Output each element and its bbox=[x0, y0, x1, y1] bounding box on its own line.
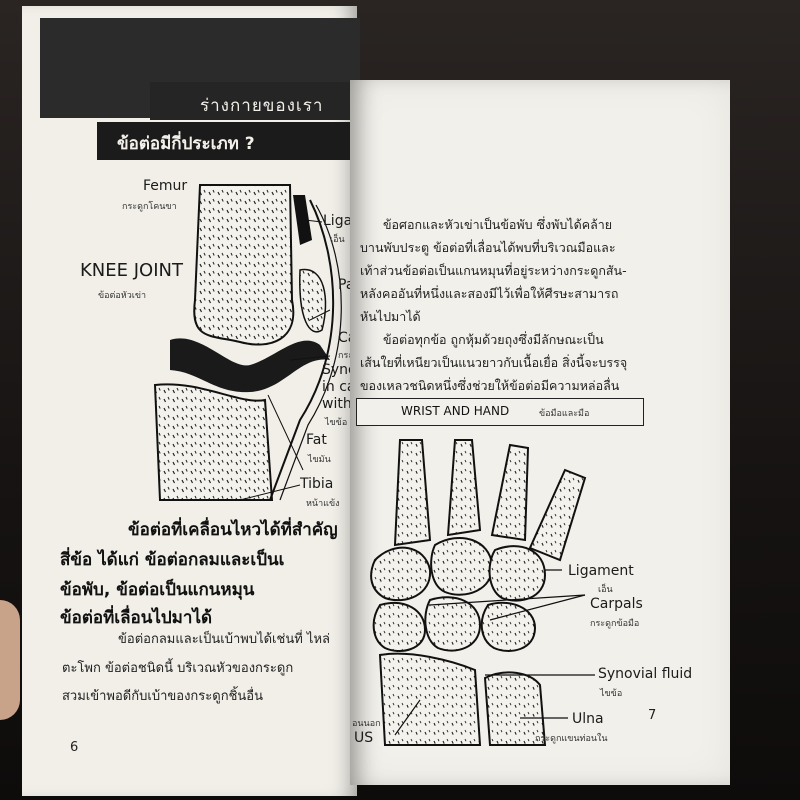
section-title: ข้อต่อมีกี่ประเภท ? bbox=[117, 134, 255, 154]
radius-label-partial: US bbox=[354, 730, 374, 746]
heading-line-2: สี่ข้อ ได้แก่ ข้อต่อกลมและเป็นเ bbox=[60, 550, 285, 570]
metacarpal-1 bbox=[393, 439, 432, 547]
tibia-bone bbox=[153, 383, 274, 501]
carpal-5 bbox=[424, 596, 482, 652]
heading-line-4: ข้อต่อที่เลื่อนไปมาได้ bbox=[60, 608, 213, 628]
ulna-label-th: กระดูกแขนท่อนใน bbox=[535, 734, 608, 744]
ulna-label: Ulna bbox=[572, 711, 604, 727]
right-body-line-8: ของเหลวชนิดหนึ่งซึ่งช่วยให้ข้อต่อมีความห… bbox=[360, 378, 620, 393]
metacarpal-2 bbox=[446, 439, 482, 537]
left-body-line-1: ข้อต่อกลมและเป็นเบ้าพบได้เช่นที่ ไหล่ bbox=[118, 632, 330, 647]
chapter-title-bar bbox=[150, 82, 355, 120]
ligament-label-right: Ligament bbox=[568, 563, 634, 579]
right-body-line-5: หันไปมาได้ bbox=[360, 309, 421, 324]
knee-cavity bbox=[170, 338, 330, 393]
metacarpal-3 bbox=[490, 443, 530, 542]
carpal-4 bbox=[372, 602, 427, 652]
femur-label: Femur bbox=[143, 178, 188, 194]
wrist-hand-title-th: ข้อมือและมือ bbox=[539, 409, 590, 419]
right-body-line-3: เท้าส่วนข้อต่อเป็นแกนหมุนที่อยู่ระหว่างก… bbox=[360, 263, 627, 278]
left-body-line-2: ตะโพก ข้อต่อชนิดนี้ บริเวณหัวของกระดูก bbox=[62, 661, 294, 676]
carpal-2 bbox=[430, 536, 494, 596]
left-page-number: 6 bbox=[70, 740, 79, 755]
right-body-line-2: บานพับประตู ข้อต่อที่เลื่อนได้พบที่บริเว… bbox=[360, 240, 616, 255]
carpal-6 bbox=[480, 601, 537, 652]
wrist-hand-title-box: WRIST AND HAND ข้อมือและมือ bbox=[356, 398, 644, 426]
carpal-3 bbox=[488, 545, 547, 602]
tibia-label: Tibia bbox=[300, 476, 334, 492]
tibia-label-th: หน้าแข้ง bbox=[306, 499, 340, 509]
femur-label-th: กระดูกโคนขา bbox=[122, 202, 177, 212]
knee-joint-label-th: ข้อต่อหัวเข่า bbox=[98, 291, 147, 301]
knee-joint-label: KNEE JOINT bbox=[80, 260, 183, 281]
heading-line-1: ข้อต่อที่เคลื่อนไหวได้ที่สำคัญ bbox=[128, 520, 338, 540]
right-body-line-6: ข้อต่อทุกข้อ ถูกหุ้มด้วยถุงซึ่งมีลักษณะเ… bbox=[383, 332, 604, 347]
thumb bbox=[0, 600, 20, 720]
metacarpal-4 bbox=[528, 468, 587, 562]
ligament-label-right-th: เอ็น bbox=[598, 585, 613, 595]
right-body-line-7: เส้นใยที่เหนียวเป็นแนวยาวกับเนื้อเยื่อ ส… bbox=[360, 355, 628, 370]
heading-line-3: ข้อพับ, ข้อต่อเป็นแกนหมุน bbox=[60, 580, 255, 600]
radius-label-th-partial: อนนอก bbox=[352, 719, 381, 729]
ligament-band bbox=[293, 195, 312, 245]
chapter-title: ร่างกายของเรา bbox=[200, 96, 324, 116]
right-body-line-4: หลังคออันที่หนึ่งและสองมีไว้เพื่อให้ศีรษ… bbox=[360, 286, 619, 301]
carpals-label-th: กระดูกข้อมือ bbox=[590, 619, 640, 629]
wrist-hand-title: WRIST AND HAND bbox=[401, 404, 510, 418]
right-page-number: 7 bbox=[648, 708, 657, 723]
synovial-fluid-label: Synovial fluid bbox=[598, 666, 693, 682]
ligament-label-left-th: เอ็น bbox=[330, 235, 345, 245]
patella bbox=[299, 268, 327, 333]
carpal-1 bbox=[370, 546, 432, 602]
fat-label-th: ไขมัน bbox=[308, 455, 331, 465]
right-body-line-1: ข้อศอกและหัวเข่าเป็นข้อพับ ซึ่งพับได้คล้… bbox=[383, 217, 613, 232]
fat-label: Fat bbox=[306, 432, 327, 448]
synovial-fluid-label-th: ไขข้อ bbox=[600, 689, 623, 699]
femur-bone bbox=[193, 184, 295, 346]
synovial-label-th: ไขข้อ bbox=[325, 418, 348, 428]
radius-bone bbox=[378, 652, 482, 746]
section-title-bar bbox=[97, 122, 355, 160]
left-body-line-3: สวมเข้าพอดีกับเบ้าของกระดูกชิ้นอื่น bbox=[62, 689, 263, 704]
carpals-label: Carpals bbox=[590, 596, 643, 612]
